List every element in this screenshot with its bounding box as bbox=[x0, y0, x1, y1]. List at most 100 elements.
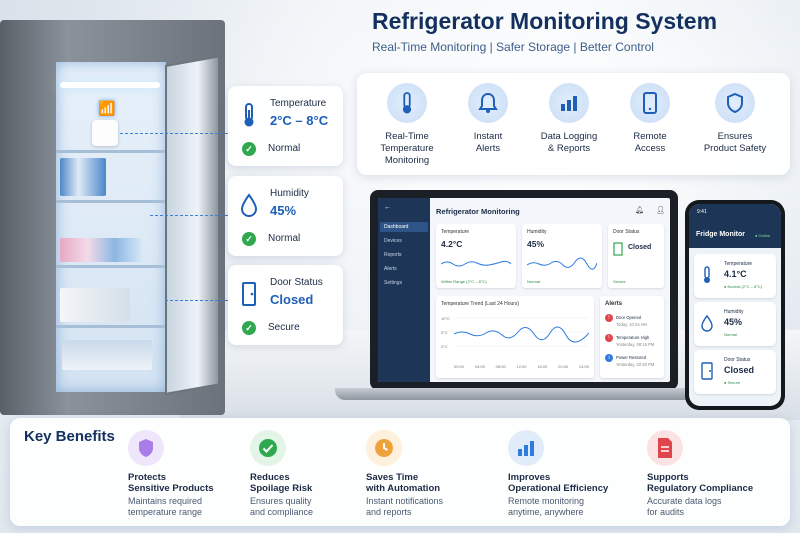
back-arrow-icon[interactable]: ← bbox=[384, 204, 391, 211]
alert-title: Door Opened bbox=[616, 315, 642, 321]
y-tick: 5°C bbox=[441, 330, 448, 335]
door-icon bbox=[242, 282, 256, 306]
phone-screen: 9:41 Fridge Monitor ● Online Temperature… bbox=[689, 204, 781, 406]
alerts-card: Alerts !Door Opened Today, 10:24 AM !Tem… bbox=[600, 296, 664, 378]
fridge-light bbox=[60, 82, 160, 88]
fridge-shelf bbox=[56, 200, 166, 203]
fridge-shelf bbox=[56, 265, 166, 268]
humidity-sparkline bbox=[527, 257, 597, 270]
fridge-shelf bbox=[56, 325, 166, 328]
nav-alerts[interactable]: Alerts bbox=[384, 266, 397, 272]
nav-reports[interactable]: Reports bbox=[384, 252, 402, 258]
check-icon: ✓ bbox=[242, 321, 256, 335]
alert-time: Today, 10:24 AM bbox=[616, 322, 647, 327]
benefit-desc: Accurate data logs for audits bbox=[647, 496, 722, 517]
card-value: 4.2°C bbox=[441, 239, 463, 249]
warning-icon: ! bbox=[605, 314, 613, 322]
connector-line bbox=[165, 300, 228, 301]
card-label: Door Status bbox=[724, 357, 751, 363]
feature-alerts: Instant Alerts bbox=[448, 83, 528, 155]
feature-label: Instant Alerts bbox=[473, 131, 503, 154]
laptop-device: ← Dashboard Devices Reports Alerts Setti… bbox=[370, 190, 678, 390]
phone-humidity-card[interactable]: Humidity 45% Normal bbox=[694, 302, 776, 346]
bar-chart-icon bbox=[518, 441, 534, 456]
medicine-box bbox=[60, 158, 106, 196]
temperature-mini-card: Temperature 4.2°C Within Range (2°C – 8°… bbox=[436, 224, 516, 288]
dashboard-title: Refrigerator Monitoring bbox=[436, 207, 520, 216]
card-status: Normal bbox=[724, 332, 737, 337]
benefit-desc: Maintains required temperature range bbox=[128, 496, 203, 517]
y-tick: 0°C bbox=[441, 344, 448, 349]
phone-door-card[interactable]: Door Status Closed ● Secure bbox=[694, 350, 776, 394]
alert-title: Temperature High bbox=[616, 335, 650, 341]
benefit-title: Improves Operational Efficiency bbox=[508, 472, 609, 494]
thermometer-icon bbox=[704, 266, 710, 283]
door-icon bbox=[613, 242, 623, 256]
x-tick: 16:00 bbox=[537, 364, 548, 369]
temperature-status-card: Temperature 2°C – 8°C ✓ Normal bbox=[228, 86, 343, 166]
temperature-trend-card: Temperature Trend (Last 24 Hours) 10°C 5… bbox=[436, 296, 594, 378]
phone-temperature-card[interactable]: Temperature 4.1°C ● Normal (2°C – 8°C) bbox=[694, 254, 776, 298]
alert-item[interactable]: !Temperature High Yesterday, 08:15 PM bbox=[605, 334, 654, 347]
shield-icon bbox=[139, 439, 153, 457]
feature-label: Ensures Product Safety bbox=[703, 131, 767, 154]
feature-remote: Remote Access bbox=[610, 83, 690, 155]
temperature-sparkline bbox=[441, 260, 511, 267]
status-state: Secure bbox=[268, 322, 300, 333]
status-value: 2°C – 8°C bbox=[270, 113, 329, 128]
feature-label: Real-Time Temperature Monitoring bbox=[380, 131, 434, 166]
benefit-title: Supports Regulatory Compliance bbox=[647, 472, 754, 494]
bell-icon[interactable]: 🔔︎ bbox=[635, 207, 644, 214]
card-value: Closed bbox=[628, 244, 652, 251]
status-state: Normal bbox=[268, 143, 301, 154]
check-icon: ✓ bbox=[242, 232, 256, 246]
feature-icon-circle bbox=[387, 83, 427, 123]
benefit-compliance: Supports Regulatory Compliance Accurate … bbox=[647, 430, 777, 518]
connector-line bbox=[150, 215, 228, 216]
benefit-desc: Ensures quality and compliance bbox=[250, 496, 314, 517]
card-status: Within Range (2°C – 8°C) bbox=[441, 279, 487, 284]
nav-dashboard[interactable]: Dashboard bbox=[380, 222, 428, 232]
card-status: Normal bbox=[527, 279, 540, 284]
y-tick: 10°C bbox=[441, 316, 450, 321]
benefit-spoilage: Reduces Spoilage Risk Ensures quality an… bbox=[250, 430, 380, 518]
card-value: 45% bbox=[527, 239, 545, 249]
trend-line bbox=[454, 317, 589, 347]
benefit-title: Reduces Spoilage Risk bbox=[250, 472, 313, 494]
feature-icon-circle bbox=[715, 83, 755, 123]
fridge-door bbox=[165, 55, 220, 396]
dashboard-main: Refrigerator Monitoring 🔔︎ 👤︎ Temperatur… bbox=[430, 198, 670, 382]
document-icon bbox=[658, 438, 672, 458]
phone-app-title: Fridge Monitor bbox=[696, 231, 745, 238]
benefit-efficiency: Improves Operational Efficiency Remote m… bbox=[508, 430, 638, 518]
nav-devices[interactable]: Devices bbox=[384, 238, 402, 244]
sensor-device bbox=[92, 120, 118, 146]
benefit-icon-circle bbox=[128, 430, 164, 466]
benefit-protects: Protects Sensitive Products Maintains re… bbox=[128, 430, 258, 518]
feature-temperature: Real-Time Temperature Monitoring bbox=[367, 83, 447, 167]
x-ticks: 00:00 04:00 08:00 12:00 16:00 20:00 24:0… bbox=[454, 364, 589, 369]
check-icon: ✓ bbox=[242, 142, 256, 156]
nav-settings[interactable]: Settings bbox=[384, 280, 403, 286]
feature-icon-circle bbox=[549, 83, 589, 123]
card-label: Humidity bbox=[527, 229, 547, 235]
thermometer-icon bbox=[244, 103, 254, 127]
status-title: Temperature bbox=[270, 98, 327, 109]
thermometer-icon bbox=[402, 92, 412, 114]
online-badge: ● Online bbox=[755, 233, 771, 238]
humidity-status-card: Humidity 45% ✓ Normal bbox=[228, 176, 343, 256]
x-tick: 20:00 bbox=[558, 364, 569, 369]
alert-title: Power Restored bbox=[616, 355, 647, 361]
x-tick: 12:00 bbox=[516, 364, 527, 369]
clock-icon bbox=[375, 439, 393, 457]
medicine-bottles bbox=[60, 288, 130, 322]
alert-item[interactable]: !Door Opened Today, 10:24 AM bbox=[605, 314, 647, 327]
door-status-card: Door Status Closed ✓ Secure bbox=[228, 265, 343, 345]
user-icon[interactable]: 👤︎ bbox=[656, 207, 665, 214]
key-benefits-panel: Key Benefits Protects Sensitive Products… bbox=[10, 418, 790, 526]
vials bbox=[60, 238, 142, 262]
bar-chart-icon bbox=[561, 96, 577, 111]
status-state: Normal bbox=[268, 233, 301, 244]
feature-safety: Ensures Product Safety bbox=[695, 83, 775, 155]
